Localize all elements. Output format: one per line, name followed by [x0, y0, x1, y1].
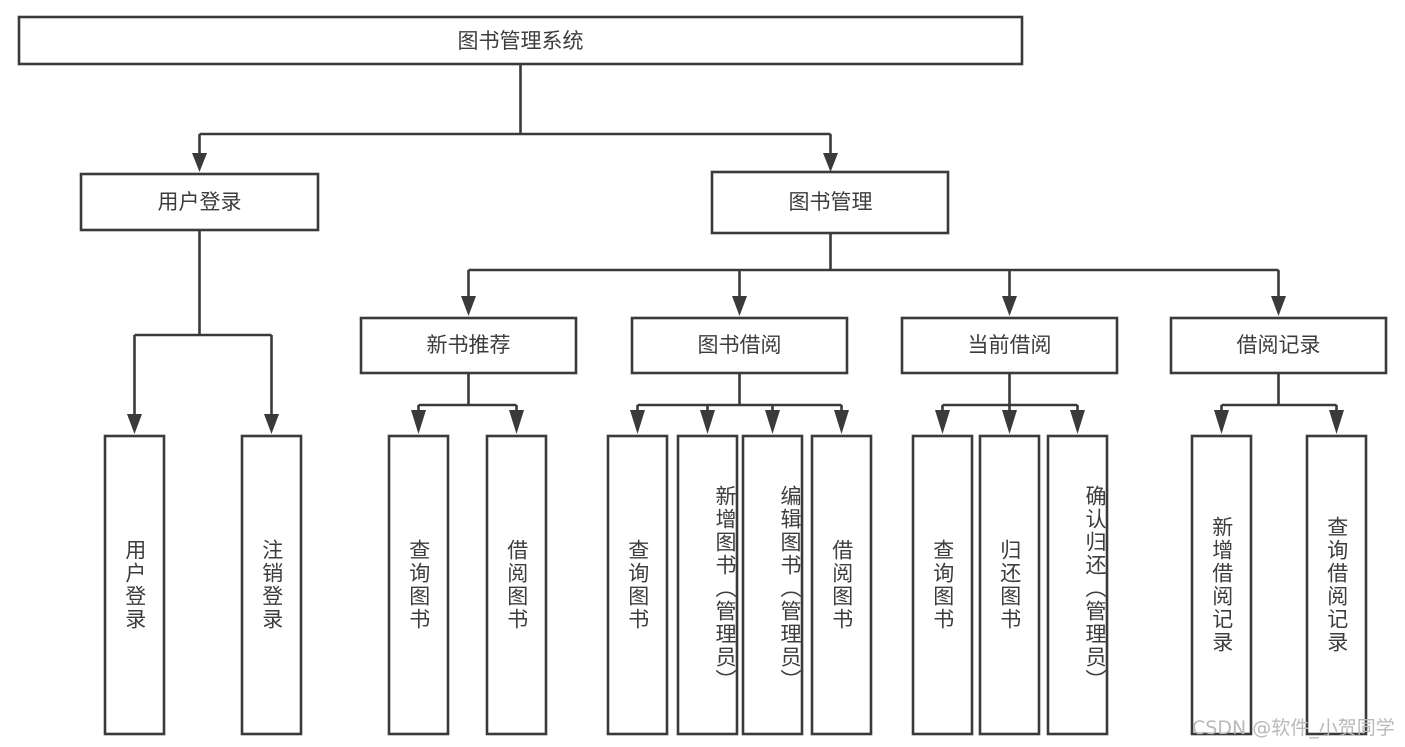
- arrowhead-nb-leaf-2: [509, 410, 524, 434]
- arrowhead-new-book: [461, 296, 476, 316]
- node-new-book-recommend[interactable]: 新书推荐: [359, 316, 578, 375]
- node-book-management-label: 图书管理: [789, 190, 873, 214]
- csdn-watermark: CSDN @软件_小贺同学: [1192, 717, 1395, 739]
- leaf-box-bb-query-book[interactable]: [606, 434, 669, 736]
- connectors-borrowrecord-to-leaves: [1214, 373, 1344, 434]
- node-borrow-record-label: 借阅记录: [1237, 333, 1321, 357]
- leaf-box-nb-query-book[interactable]: [387, 434, 450, 736]
- leaf-box-logout[interactable]: [240, 434, 303, 736]
- connectors-userlogin-to-leaves: [127, 230, 279, 434]
- arrowhead-bb-leaf-3: [765, 410, 780, 434]
- arrowhead-current-borrow: [1002, 296, 1017, 316]
- leaf-box-bb-borrow-book[interactable]: [810, 434, 873, 736]
- node-book-borrow-label: 图书借阅: [698, 333, 782, 357]
- node-current-borrow[interactable]: 当前借阅: [900, 316, 1119, 375]
- node-borrow-record-box[interactable]: [1169, 316, 1388, 375]
- node-new-book-recommend-box[interactable]: [359, 316, 578, 375]
- arrowhead-cb-leaf-1: [935, 410, 950, 434]
- arrowhead-br-leaf-1: [1214, 410, 1229, 434]
- node-book-management-box[interactable]: [710, 170, 950, 235]
- node-root-book-management-system[interactable]: 图书管理系统: [17, 15, 1024, 66]
- arrowhead-leaf-logout: [264, 414, 279, 434]
- arrowhead-book-borrow: [732, 296, 747, 316]
- leaf-box-nb-borrow-book[interactable]: [485, 434, 548, 736]
- arrowhead-cb-leaf-2: [1002, 410, 1017, 434]
- connectors-currentborrow-to-leaves: [935, 373, 1085, 434]
- node-book-management[interactable]: 图书管理: [710, 170, 950, 235]
- node-new-book-recommend-label: 新书推荐: [427, 333, 511, 357]
- node-book-borrow-box[interactable]: [630, 316, 849, 375]
- arrowhead-bb-leaf-2: [700, 410, 715, 434]
- connectors-bookborrow-to-leaves: [630, 373, 849, 434]
- node-current-borrow-box[interactable]: [900, 316, 1119, 375]
- node-user-login[interactable]: 用户登录: [79, 172, 320, 232]
- leaf-box-br-query-record[interactable]: [1305, 434, 1368, 736]
- arrowhead-user-login: [192, 153, 207, 172]
- leaf-box-cb-query-book[interactable]: [911, 434, 974, 736]
- node-current-borrow-label: 当前借阅: [968, 333, 1052, 357]
- leaf-box-cb-confirm-return[interactable]: [1046, 434, 1109, 736]
- arrowhead-br-leaf-2: [1329, 410, 1344, 434]
- leaf-box-bb-add-book[interactable]: [676, 434, 739, 736]
- arrowhead-bb-leaf-1: [630, 410, 645, 434]
- node-user-login-label: 用户登录: [158, 190, 242, 214]
- node-book-borrow[interactable]: 图书借阅: [630, 316, 849, 375]
- arrowhead-borrow-record: [1271, 296, 1286, 316]
- leaf-box-cb-return-book[interactable]: [978, 434, 1041, 736]
- node-root-box[interactable]: [17, 15, 1024, 66]
- connectors-bookmgmt-to-level2: [461, 233, 1286, 316]
- arrowhead-cb-leaf-3: [1070, 410, 1085, 434]
- leaf-box-br-add-record[interactable]: [1190, 434, 1253, 736]
- connectors-newbook-to-leaves: [411, 373, 524, 434]
- node-borrow-record[interactable]: 借阅记录: [1169, 316, 1388, 375]
- arrowhead-bb-leaf-4: [834, 410, 849, 434]
- leaf-box-user-login[interactable]: [103, 434, 166, 736]
- connectors-root-to-level1: [192, 64, 838, 172]
- arrowhead-leaf-user-login: [127, 414, 142, 434]
- node-user-login-box[interactable]: [79, 172, 320, 232]
- arrowhead-book-mgmt: [823, 153, 838, 172]
- arrowhead-nb-leaf-1: [411, 410, 426, 434]
- node-root-label: 图书管理系统: [458, 29, 584, 53]
- leaf-box-bb-edit-book[interactable]: [741, 434, 804, 736]
